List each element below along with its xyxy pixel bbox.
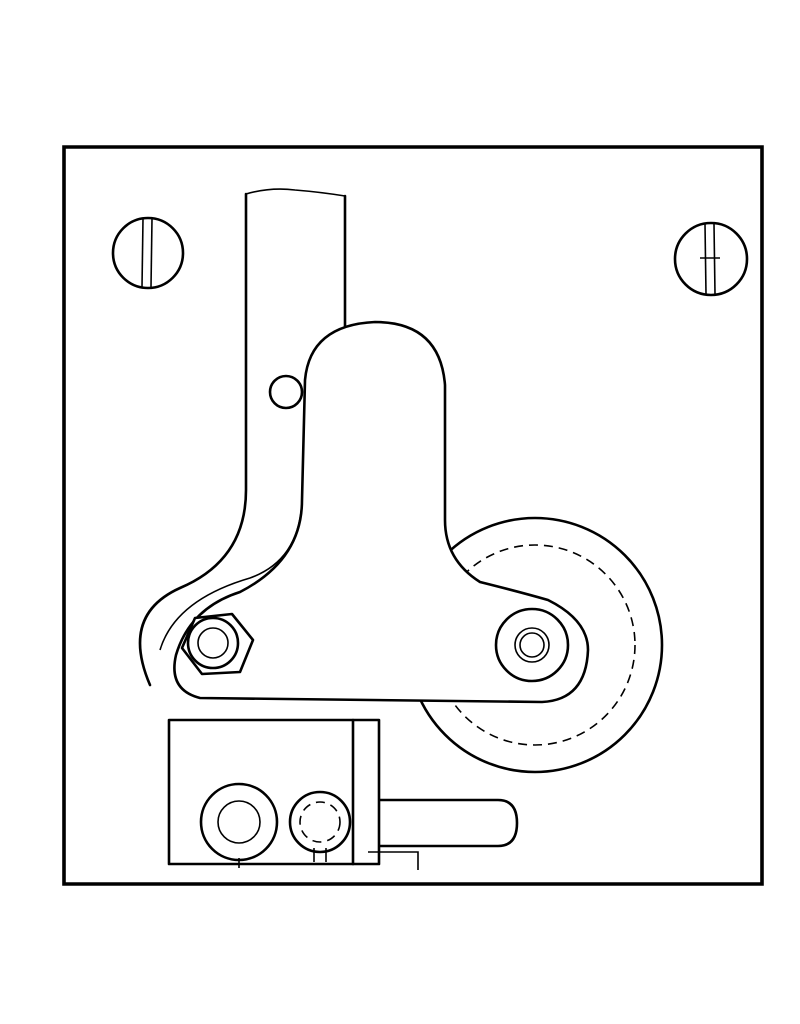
slide-bar (140, 194, 246, 685)
slide-pin (270, 376, 302, 408)
screw-top-right-icon (675, 223, 747, 295)
clamp-bolt-left-icon (201, 784, 277, 868)
screw-top-left-icon (113, 218, 183, 288)
base-plate (64, 147, 762, 884)
bracket-line (368, 852, 418, 870)
slide-bar-top-edge (246, 189, 345, 196)
pivot-nut-icon (182, 614, 253, 674)
clamp-bolt-right-icon (290, 792, 350, 862)
guide-slot (378, 800, 517, 846)
roller-hub-icon (496, 609, 568, 681)
bell-crank-lever (174, 322, 588, 702)
clamp-block (169, 720, 379, 864)
